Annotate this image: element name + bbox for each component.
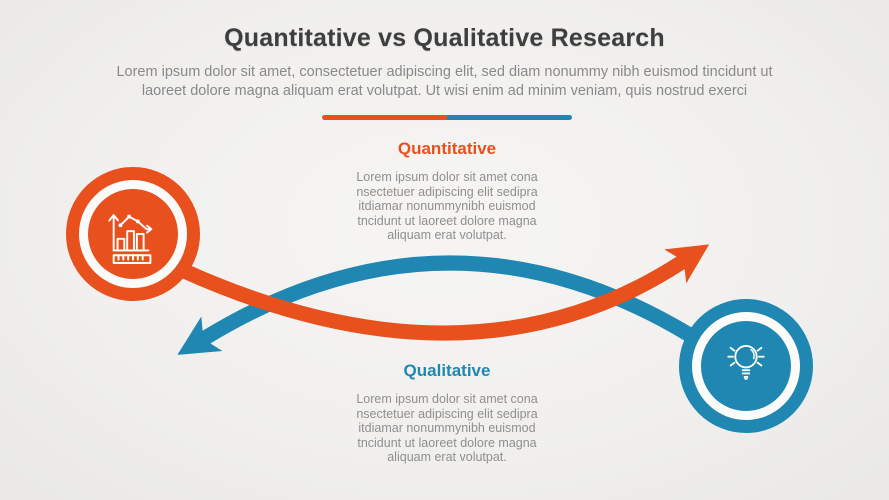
- body-line: Lorem ipsum dolor sit amet cona: [356, 392, 538, 406]
- quantitative-heading: Quantitative: [397, 139, 497, 158]
- quantitative-section: Quantitative Lorem ipsum dolor sit amet …: [307, 139, 587, 243]
- qualitative-body: Lorem ipsum dolor sit amet cona nsectetu…: [307, 392, 587, 465]
- title-divider: [322, 115, 572, 120]
- subtitle-line: Lorem ipsum dolor sit amet, consectetuer…: [116, 64, 773, 80]
- qualitative-heading: Qualitative: [403, 361, 491, 380]
- qualitative-circle: [679, 299, 813, 433]
- page-title: Quantitative vs Qualitative Research: [224, 24, 665, 52]
- page-subtitle: Lorem ipsum dolor sit amet, consectetuer…: [64, 63, 825, 100]
- quantitative-body: Lorem ipsum dolor sit amet cona nsectetu…: [307, 170, 587, 243]
- subtitle-line: laoreet dolore magna aliquam erat volutp…: [141, 82, 748, 99]
- lightbulb-icon: [727, 345, 765, 380]
- body-line: itdiamar nonummynibh euismod: [358, 199, 536, 213]
- body-line: aliquam erat volutpat.: [387, 228, 507, 242]
- body-line: tncidunt ut laoreet dolore magna: [357, 435, 537, 450]
- quantitative-circle: [66, 167, 200, 301]
- body-line: aliquam erat volutpat.: [387, 450, 507, 464]
- body-line: nsectetuer adipiscing elit sedipra: [356, 184, 538, 199]
- qualitative-circle-disc: [701, 321, 791, 411]
- quantitative-arrow: [174, 244, 710, 341]
- bar-chart-icon: [108, 214, 153, 264]
- body-line: itdiamar nonummynibh euismod: [358, 421, 536, 435]
- divider-orange-segment: [322, 115, 447, 120]
- body-line: tncidunt ut laoreet dolore magna: [357, 213, 537, 228]
- body-line: Lorem ipsum dolor sit amet cona: [356, 170, 538, 184]
- divider-blue-segment: [447, 115, 572, 120]
- quantitative-circle-disc: [88, 189, 178, 279]
- qualitative-section: Qualitative Lorem ipsum dolor sit amet c…: [307, 361, 587, 465]
- body-line: nsectetuer adipiscing elit sedipra: [356, 406, 538, 421]
